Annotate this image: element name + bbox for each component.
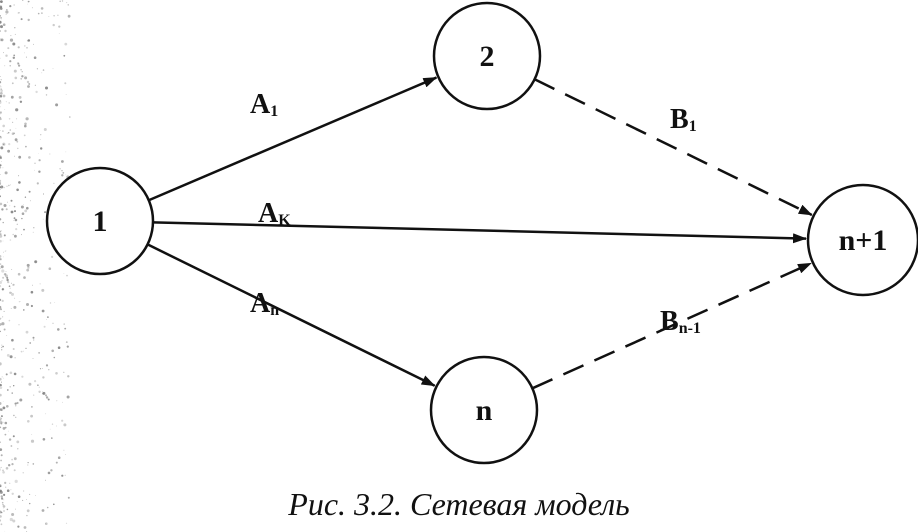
node-n2-circle	[432, 1, 542, 111]
edge-ak-label: AK	[258, 198, 291, 229]
edge-bn1-line	[531, 262, 812, 390]
node-n1: 1	[45, 166, 155, 276]
node-nn: n	[429, 355, 539, 465]
edge-an-label: An	[250, 288, 279, 319]
edge-a1-label: A1	[250, 89, 278, 120]
edge-a1-line	[148, 76, 438, 202]
node-nn-circle	[429, 355, 539, 465]
node-n2-label: 2	[480, 40, 495, 73]
figure-caption: Рис. 3.2. Сетевая модель	[288, 486, 630, 522]
scan-noise	[0, 0, 71, 532]
edge-an-line	[147, 243, 436, 387]
edge-ak-line	[152, 221, 808, 244]
node-n1-label: 1	[93, 205, 108, 238]
node-nlast: n+1	[806, 183, 918, 297]
node-nn-label: n	[476, 394, 493, 427]
node-n1-circle	[45, 166, 155, 276]
edge-bn1-label: Bn-1	[660, 306, 701, 337]
node-nlast-label: n+1	[839, 224, 888, 257]
node-n2: 2	[432, 1, 542, 111]
edge-b1-line	[534, 78, 813, 217]
node-nlast-circle	[806, 183, 918, 297]
nodes-layer: 1 2 n n+1	[45, 1, 918, 465]
edge-b1-label: B1	[670, 104, 697, 135]
